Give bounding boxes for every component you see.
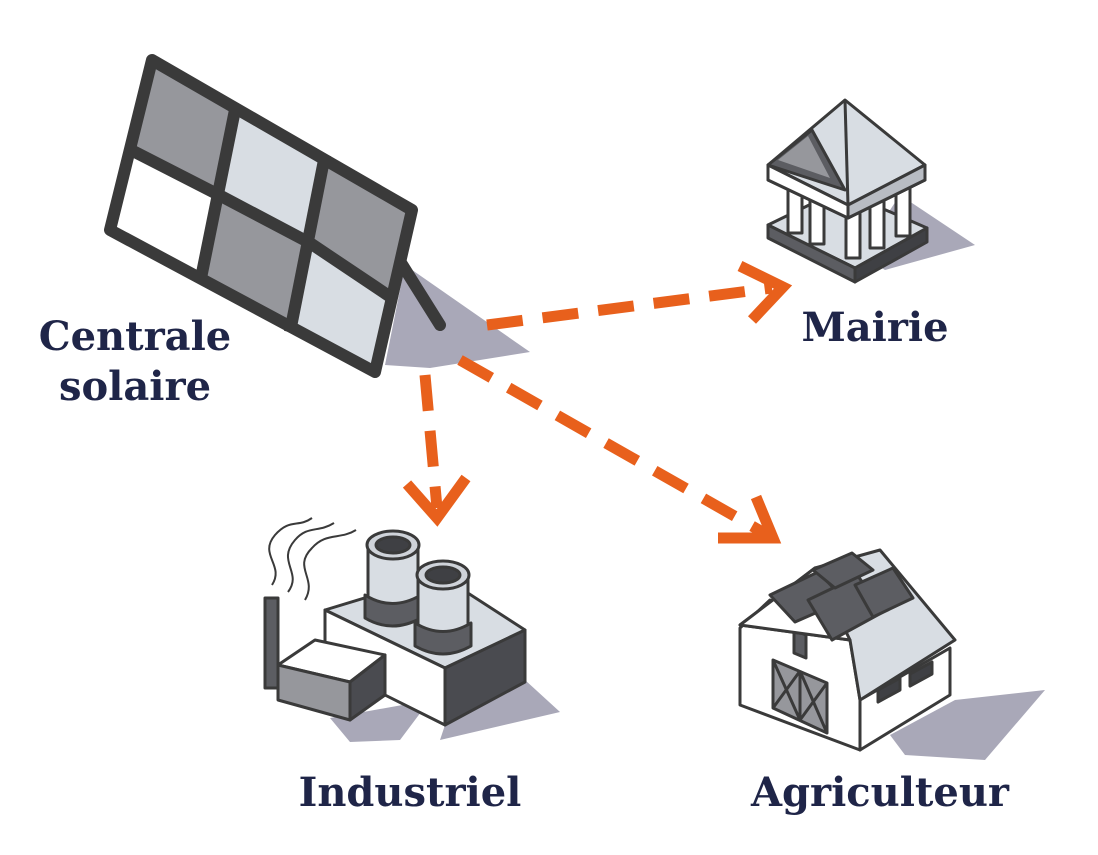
arrow-to-mairie <box>486 261 793 331</box>
arrow-to-industriel <box>402 374 471 527</box>
solar-plant-label-line1: Centrale <box>38 313 232 360</box>
solar-plant-label-line2: solaire <box>58 363 212 410</box>
arrow-to-agriculteur <box>457 355 782 544</box>
solar-plant-label: Centrale solaire <box>30 312 240 412</box>
agriculteur-label: Agriculteur <box>751 769 1009 816</box>
mairie-label: Mairie <box>801 304 949 351</box>
industriel-label: Industriel <box>298 769 522 816</box>
barn-icon <box>738 548 1045 760</box>
solar-panel-icon <box>104 54 530 378</box>
factory-icon <box>263 517 560 742</box>
town-hall-icon <box>766 98 975 284</box>
